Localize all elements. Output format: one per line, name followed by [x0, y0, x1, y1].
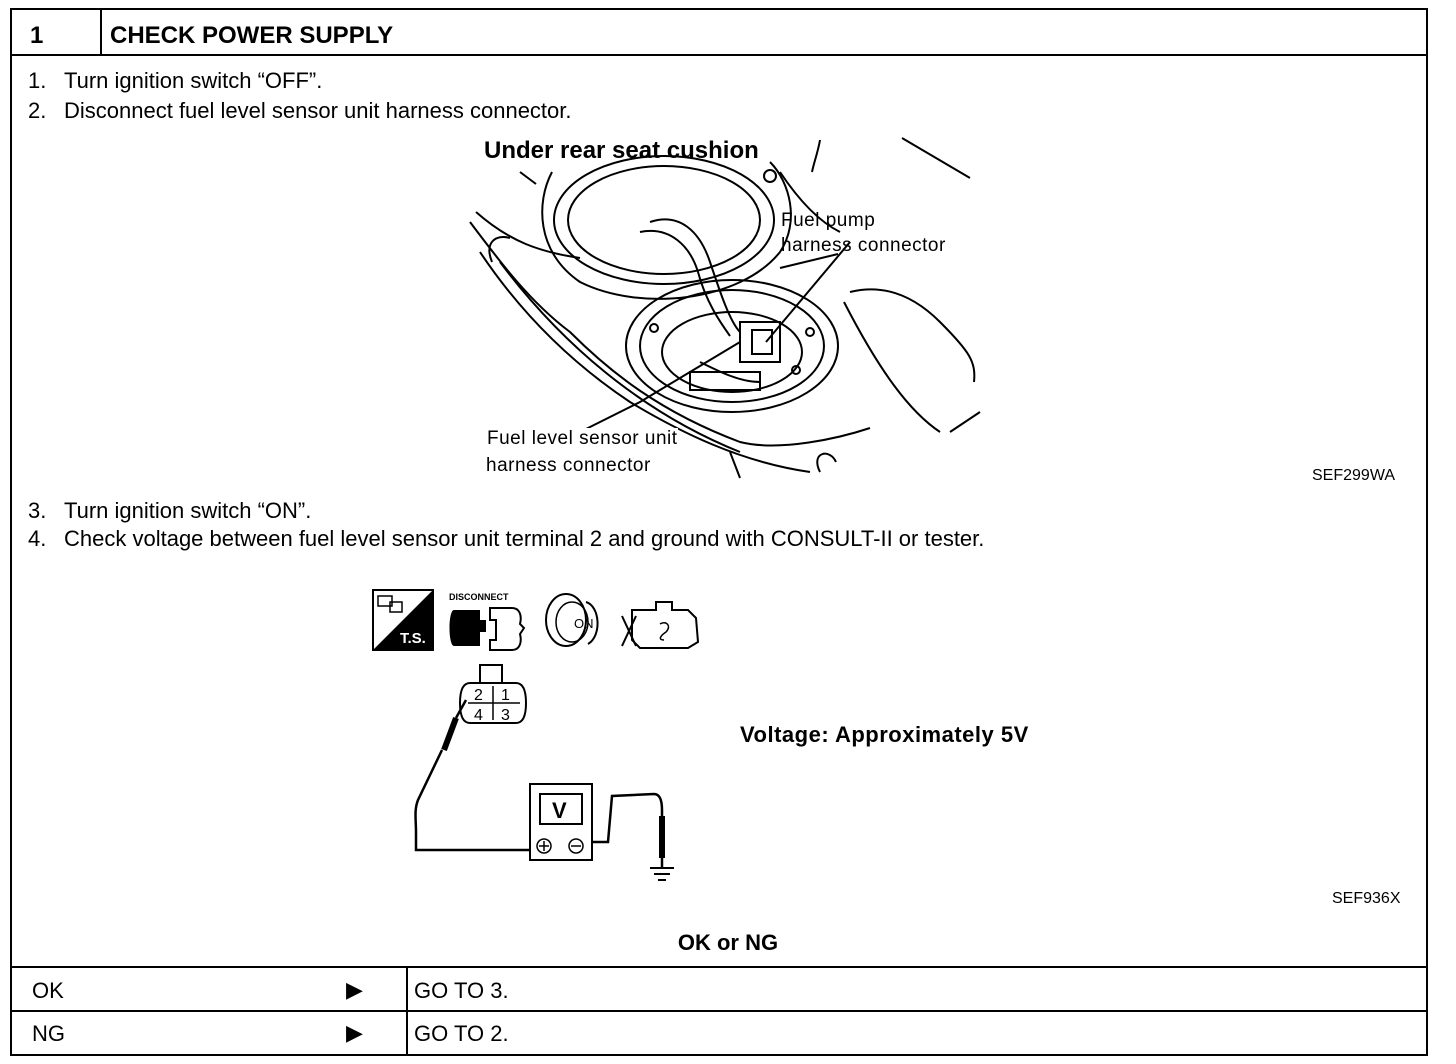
- fuel-tank-drawing: [469, 137, 981, 479]
- step-num: 2.: [28, 98, 47, 123]
- fuel-level-sensor-label-line1: Fuel level sensor unit: [487, 428, 678, 450]
- disconnect-icon-text: DISCONNECT: [449, 592, 509, 602]
- terminal-4: 4: [474, 707, 483, 724]
- trouble-shooting-icon: T.S.: [372, 589, 434, 651]
- page-title: CHECK POWER SUPPLY: [102, 10, 1426, 56]
- fuel-pump-label-line1: Fuel pump: [781, 210, 876, 231]
- terminal-3: 3: [501, 707, 510, 724]
- instruction-step-1: 1. Turn ignition switch “OFF”.: [28, 68, 322, 94]
- ignition-on-icon: ON: [545, 593, 599, 647]
- ts-icon-text: T.S.: [400, 630, 426, 647]
- divider: [12, 966, 1426, 968]
- figure-title: Under rear seat cushion: [484, 137, 759, 164]
- step-num: 1.: [28, 68, 47, 93]
- fuel-level-sensor-label-line2: harness connector: [486, 455, 651, 477]
- fuel-pump-label-line2: harness connector: [781, 235, 946, 256]
- step-text: Disconnect fuel level sensor unit harnes…: [64, 98, 572, 123]
- arrow-right-icon: ▶: [346, 977, 363, 1002]
- result-heading: OK or NG: [677, 930, 779, 955]
- result-label: NG: [32, 1021, 65, 1046]
- arrow-right-icon: ▶: [346, 1020, 363, 1045]
- figure-code: SEF936X: [1332, 890, 1401, 907]
- terminal-2: 2: [474, 687, 483, 704]
- step-text: Turn ignition switch “ON”.: [64, 498, 312, 523]
- result-action: GO TO 3.: [414, 978, 509, 1003]
- step-num: 3.: [28, 498, 47, 523]
- instruction-step-4: 4. Check voltage between fuel level senso…: [28, 526, 984, 552]
- test-lead: [414, 699, 674, 881]
- instruction-step-2: 2. Disconnect fuel level sensor unit harn…: [28, 98, 572, 124]
- procedure-frame: [10, 8, 1428, 1056]
- result-label: OK: [32, 978, 64, 1003]
- terminal-1: 1: [501, 687, 510, 704]
- result-action: GO TO 2.: [414, 1021, 509, 1046]
- divider: [406, 966, 408, 1056]
- figure-code: SEF299WA: [1312, 467, 1395, 484]
- engine-icon: [621, 601, 700, 649]
- ignition-on-text: ON: [574, 616, 594, 631]
- instruction-step-3: 3. Turn ignition switch “ON”.: [28, 498, 311, 524]
- voltage-spec: Voltage: Approximately 5V: [740, 722, 1029, 747]
- divider: [12, 1010, 1426, 1012]
- voltmeter: V: [529, 783, 593, 861]
- connector-diagram: 2 1 4 3: [458, 664, 528, 724]
- voltage-check-drawing: T.S. DISCONNECT ON 2 1 4: [372, 589, 700, 881]
- step-num: 4.: [28, 526, 47, 551]
- step-text: Turn ignition switch “OFF”.: [64, 68, 323, 93]
- step-text: Check voltage between fuel level sensor …: [64, 526, 985, 551]
- step-number: 1: [12, 10, 102, 56]
- voltmeter-symbol: V: [552, 798, 567, 823]
- disconnect-icon: DISCONNECT: [449, 592, 526, 651]
